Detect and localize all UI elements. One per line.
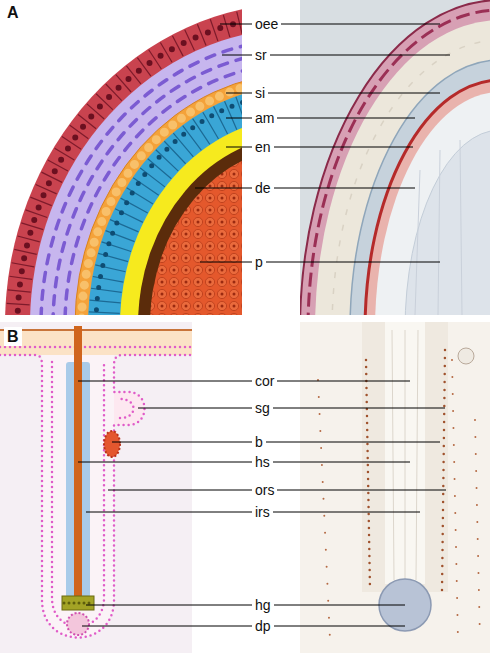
part-label: si <box>252 84 268 102</box>
surface-line <box>0 329 192 331</box>
ameloblast-borders <box>104 101 242 315</box>
stellate-cells <box>53 51 242 315</box>
leader-line <box>195 188 415 189</box>
hair-germ <box>62 596 94 610</box>
skin-surface <box>0 330 192 355</box>
leader-line <box>86 605 405 606</box>
pulp <box>150 147 242 315</box>
dermis-ground <box>0 322 192 653</box>
cell-nuclei <box>18 16 243 316</box>
part-label: cor <box>252 372 277 390</box>
stained-cells <box>442 350 445 590</box>
stellate-cells <box>65 63 242 315</box>
pulp-streaks <box>415 140 462 315</box>
outer-enamel-epithelium <box>5 3 242 315</box>
panel-letter: A <box>4 3 22 22</box>
dermal-papilla <box>67 613 89 635</box>
bulge <box>104 431 120 457</box>
epithelium-outline <box>0 355 192 638</box>
part-label: hg <box>252 596 274 614</box>
stratum-intermedium <box>75 73 242 315</box>
part-label: am <box>252 109 277 127</box>
round-cell <box>458 348 474 364</box>
gland-inner-outline <box>120 399 134 418</box>
part-label: ors <box>252 481 277 499</box>
ameloblasts <box>88 85 242 315</box>
faint-cells <box>332 40 490 315</box>
leader-line <box>138 408 445 409</box>
pale-pulp <box>405 130 490 315</box>
part-label: irs <box>252 503 273 521</box>
shaft-streaks <box>392 330 418 582</box>
intermedium-cells <box>82 79 243 315</box>
stellate-reticulum <box>30 28 242 315</box>
part-label: de <box>252 179 274 197</box>
ameloblast-nuclei <box>96 93 242 315</box>
cell-borders <box>18 16 243 316</box>
part-label: b <box>252 433 266 451</box>
part-label: oee <box>252 15 281 33</box>
epidermis-line <box>0 346 192 349</box>
stellate-cells <box>41 39 242 315</box>
pale-reticulum <box>315 20 490 315</box>
tooth-germ-drawing <box>5 3 242 315</box>
leader-line <box>82 626 405 627</box>
scattered-stain <box>318 360 480 640</box>
follicle-micrograph <box>300 322 490 653</box>
part-label: hs <box>252 453 273 471</box>
hair-follicle-drawing <box>0 322 192 653</box>
leader-line <box>78 462 410 463</box>
part-label: sr <box>252 46 270 64</box>
part-label: p <box>252 253 266 271</box>
micrograph-ground <box>300 322 490 653</box>
tooth-micrograph <box>300 0 490 315</box>
follicle-sheath <box>362 322 448 592</box>
part-label: dp <box>252 617 274 635</box>
leader-lines <box>78 24 450 626</box>
stained-fibres <box>308 10 490 315</box>
dentin <box>138 135 242 315</box>
stained-outer-band <box>300 0 490 315</box>
leader-line <box>78 381 410 382</box>
pale-shaft <box>385 322 425 584</box>
hair-germ-cells <box>64 602 92 605</box>
pale-dentin <box>375 92 490 315</box>
part-label: sg <box>252 399 273 417</box>
leader-line <box>112 442 440 443</box>
leader-line <box>200 262 440 263</box>
enamel <box>120 117 242 315</box>
stained-cells <box>366 360 370 590</box>
red-enamel-line <box>365 80 490 315</box>
panel-letter: B <box>4 327 22 346</box>
part-label: en <box>252 138 274 156</box>
